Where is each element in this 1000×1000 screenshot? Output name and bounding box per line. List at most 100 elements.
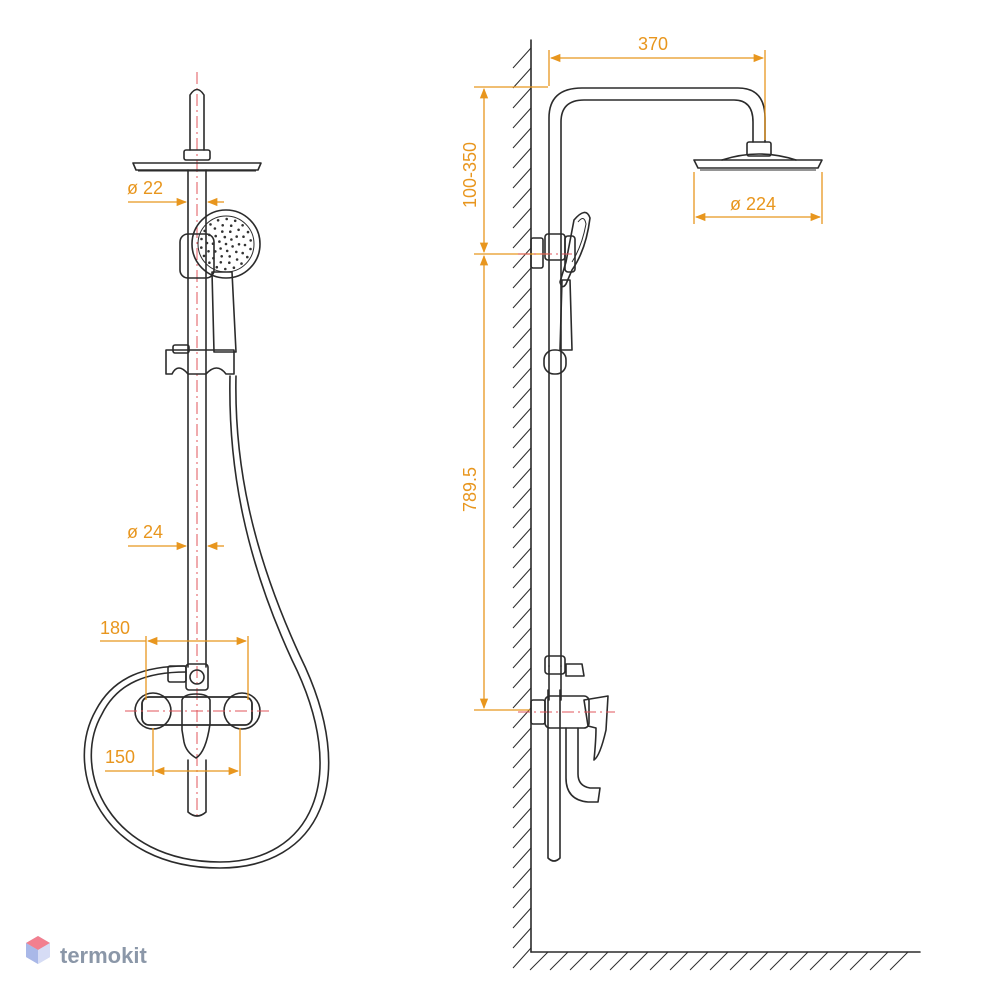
nozzle-dot [237,243,241,246]
wall-hatch-stroke [512,427,532,449]
wall-hatch-stroke [512,787,532,809]
front-top-pipe [189,88,205,151]
nozzle-dot [232,266,236,270]
nozzle-dot [228,255,231,258]
side-overhead-shower-head [693,159,823,169]
floor-hatch-stroke [789,951,809,971]
front-head-connector [183,149,211,161]
wall-hatch-stroke [512,67,532,89]
wall-hatch-stroke [512,847,532,869]
nozzle-dot [224,242,228,246]
nozzle-dot [224,267,227,271]
front-upper-holder [179,233,215,279]
wall-hatch-stroke [512,387,532,409]
dim-front-rail-diameter: ø 24 [127,522,163,542]
wall-hatch-stroke [512,467,532,489]
dim-front-top-diameter: ø 22 [127,178,163,198]
side-upper-clamp [544,233,566,261]
front-hose-outer [90,375,321,863]
wall-hatch-stroke [512,587,532,609]
wall-hatching [512,47,532,969]
side-riser-pipe-inner [560,99,754,667]
wall-hatch-stroke [512,887,532,909]
nozzle-dot [208,261,211,265]
floor-hatch-stroke [809,951,829,971]
wall-hatch-stroke [512,207,532,229]
nozzle-dot [221,224,224,227]
wall-hatch-stroke [512,87,532,109]
nozzle-dot [243,243,247,247]
wall-hatch-stroke [512,187,532,209]
nozzle-dot [235,250,238,254]
floor-hatch-stroke [689,951,709,971]
front-hose-nut [167,665,187,683]
nozzle-dot [220,254,223,258]
brand-cube-icon [26,936,50,964]
side-head-connector [746,141,772,157]
front-overhead-shower-head [132,162,262,171]
nozzle-dot [200,246,203,249]
side-diverter-knob [565,663,585,677]
front-hand-shower-handle [211,271,237,353]
front-spout [187,759,207,817]
wall-hatch-stroke [512,247,532,269]
nozzle-dot [231,245,234,248]
floor-hatch-stroke [709,951,729,971]
floor-hatching [529,951,909,971]
floor-hatch-stroke [609,951,629,971]
wall-hatch-stroke [512,667,532,689]
floor-hatch-stroke [749,951,769,971]
wall-hatch-stroke [512,107,532,129]
wall-hatch-stroke [512,547,532,569]
dim-front-width-180: 180 [100,618,130,638]
side-mixer-lever [583,695,609,761]
nozzle-dot [208,233,211,237]
side-upper-wall-bracket [530,237,544,269]
front-slide-bracket [165,349,235,375]
nozzle-dot [241,251,244,255]
nozzle-dot [235,235,238,238]
nozzle-dot [215,265,219,269]
nozzle-dot [241,224,244,227]
nozzle-dot [211,242,215,245]
nozzle-dot [229,224,233,227]
nozzle-dot [246,255,249,259]
nozzle-dot [216,219,220,222]
nozzle-dot [202,254,206,258]
floor-hatch-stroke [649,951,669,971]
wall-hatch-stroke [512,707,532,729]
nozzle-dot [200,237,203,241]
side-hand-shower-face [571,218,587,263]
floor-hatch-stroke [669,951,689,971]
wall-hatch-stroke [512,167,532,189]
side-head-dome [721,153,797,161]
nozzle-dot [240,262,243,265]
wall-hatch-stroke [512,647,532,669]
nozzle-dot [242,235,245,238]
nozzle-dot [225,249,229,253]
wall-hatch-stroke [512,727,532,749]
side-hand-shower-handle [559,279,573,351]
nozzle-dot [214,250,217,253]
wall-hatch-stroke [512,747,532,769]
side-hose [547,689,561,862]
floor-hatch-stroke [569,951,589,971]
dim-side-head-diameter: ø 224 [730,194,776,214]
side-slider [543,349,567,375]
side-view: 370 ø 224 100-350 789.5 [460,34,921,971]
floor-hatch-stroke [769,951,789,971]
nozzle-dot [246,230,250,234]
wall-hatch-stroke [512,607,532,629]
nozzle-dot [212,256,215,260]
wall-hatch-stroke [512,227,532,249]
nozzle-dot [228,261,231,265]
front-slide-bracket-cap [172,344,190,354]
nozzle-dot [249,247,252,251]
brand-logo: termokit [26,936,147,968]
wall-hatch-stroke [512,947,532,969]
side-diverter-body [544,655,566,675]
wall-hatch-stroke [512,307,532,329]
floor-hatch-stroke [589,951,609,971]
wall-hatch-stroke [512,567,532,589]
dim-side-height-adjust: 100-350 [460,142,480,208]
